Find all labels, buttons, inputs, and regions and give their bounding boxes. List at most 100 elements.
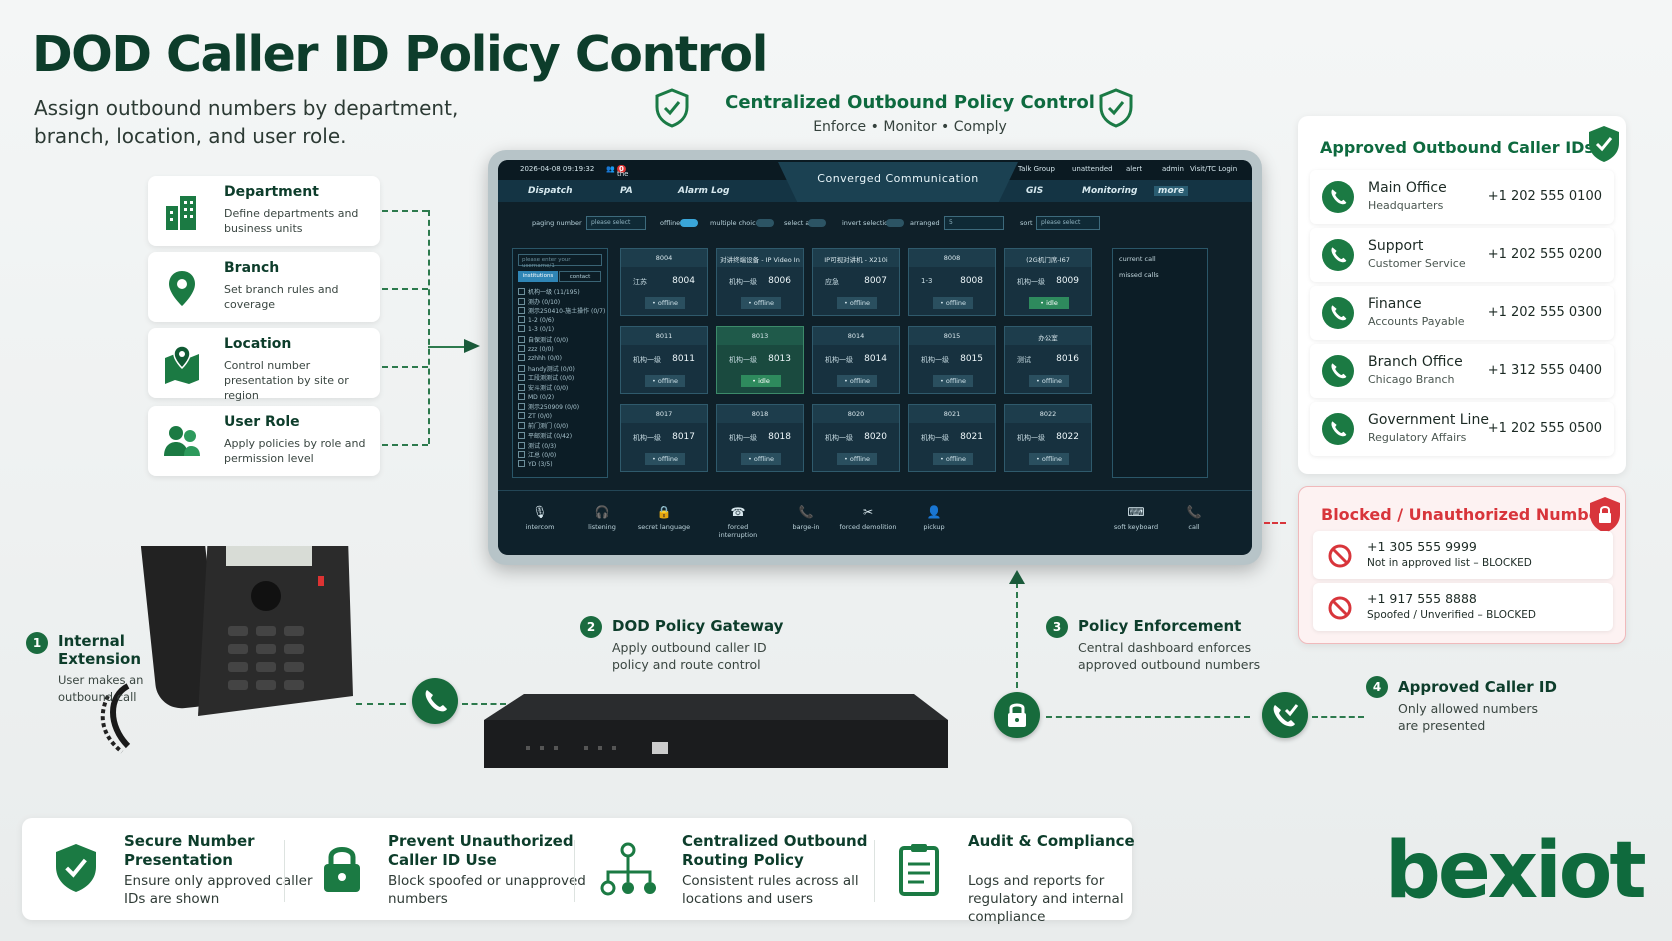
toolbar-button[interactable]: 📞barge-in [776,505,836,531]
toolbar-button[interactable]: ✂forced demolition [839,505,897,531]
tree-item[interactable]: 自保测试 (0/0) [518,335,608,345]
tab-more[interactable]: more [1154,186,1189,196]
sort-select[interactable]: please select [1036,216,1100,230]
tree-item[interactable]: 江总 (0/0) [518,450,608,460]
tree-item[interactable]: 1-3 (0/1) [518,325,608,335]
tree-item[interactable]: zzz (0/0) [518,345,608,355]
tile-org: 应急 [825,278,839,286]
tree-item[interactable]: 1-2 (0/6) [518,316,608,326]
tree-item[interactable]: zzhhh (0/0) [518,354,608,364]
paging-number-select[interactable]: please select [586,216,646,230]
central-policy-tagline: Enforce • Monitor • Comply [690,119,1130,135]
toolbar-button[interactable]: 📞call [1164,505,1224,531]
caller-name: Support [1368,238,1424,254]
current-call-tab[interactable]: current call [1119,255,1156,263]
tree-item[interactable]: handy测试 (0/0) [518,364,608,374]
toolbar-button[interactable]: 🎙intercom [510,505,570,531]
tree-item[interactable]: 测示250410-施土操作 (0/7) [518,306,608,316]
talk-group[interactable]: Talk Group [1018,165,1055,173]
tile-status: • offline [741,297,781,309]
clipboard-icon [899,844,939,896]
tree-item[interactable]: YD (3/5) [518,460,608,470]
tile-org: 机构一级 [729,434,757,442]
tile-org: 机构一级 [825,434,853,442]
tag-dot: • [870,119,879,135]
multiple-choices-toggle[interactable] [756,219,774,227]
select-all-toggle[interactable] [808,219,826,227]
tab-institutions[interactable]: institutions [518,271,558,282]
arranged-select[interactable]: 5 [944,216,1004,230]
select-all-label: select all [784,219,813,227]
missed-calls-tab[interactable]: missed calls [1119,271,1159,279]
building-icon [166,196,196,230]
tile-status: • idle [1029,297,1069,309]
tab-gis[interactable]: GIS [1026,186,1044,196]
phone-icon [1322,239,1354,271]
tag-monitor: Monitor [883,119,937,135]
tab-contact[interactable]: contact [559,271,601,282]
tree-item[interactable]: MD (0/2) [518,393,608,403]
tab-converged-communication[interactable]: Converged Communication [778,162,1018,202]
tile-number: 8020 [864,432,887,442]
step-title: Approved Caller ID [1398,678,1557,696]
card-desc: Set branch rules and coverage [224,283,339,311]
offline-label: offline [660,219,681,227]
toolbar-button[interactable]: ⌨soft keyboard [1106,505,1166,531]
blocked-status: Spoofed / Unverified – BLOCKED [1367,609,1537,621]
caller-number: +1 312 555 0400 [1487,363,1602,378]
tree-item[interactable]: 平邮测试 (0/42) [518,431,608,441]
offline-toggle[interactable] [680,219,698,227]
tree-item[interactable]: 测试 (0/3) [518,441,608,451]
blocked-title: Blocked / Unauthorized Numbers [1321,505,1617,524]
user-search-input[interactable]: please enter your username/1 [518,254,602,269]
step-title: Internal Extension [58,632,141,668]
admin-user[interactable]: admin [1162,165,1184,173]
tree-item[interactable]: 机构一级 (11/195) [518,287,608,297]
login-status[interactable]: Visit/TC Login [1190,165,1238,173]
toolbar-button[interactable]: 👤pickup [904,505,964,531]
tree-item[interactable]: 测办 (0/10) [518,297,608,307]
alert[interactable]: alert [1126,165,1143,173]
connector [1312,716,1364,718]
tile-org: 江苏 [633,278,647,286]
tile-org: 机构一级 [1017,434,1045,442]
toolbar-button[interactable]: ☎forced interruption [708,505,768,539]
tree-item[interactable]: 工段测测试 (0/0) [518,373,608,383]
step-desc: Central dashboard enforces approved outb… [1078,640,1261,672]
queue-label[interactable]: 👥 the queue 0 [606,165,639,186]
tree-item[interactable]: 测示250909 (0/0) [518,402,608,412]
tab-alarm-log[interactable]: Alarm Log [678,186,730,196]
tile-org: 1-3 [921,277,933,285]
tree-item[interactable]: ZT (0/0) [518,412,608,422]
tile-status: • offline [645,375,685,387]
toolbar-button[interactable]: 🎧listening [572,505,632,531]
tile-org: 测试 [1017,356,1031,364]
unattended[interactable]: unattended [1072,165,1113,173]
invert-selection-toggle[interactable] [886,219,904,227]
tile-header: (2G机门席-I67 [1005,249,1091,267]
step-desc: User makes an outbound call [58,673,144,704]
tab-pa[interactable]: PA [620,186,633,196]
tree-item[interactable]: 安斗测试 (0/0) [518,383,608,393]
routing-icon [600,842,656,896]
tab-dispatch[interactable]: Dispatch [528,186,573,196]
tab-monitoring[interactable]: Monitoring [1082,186,1138,196]
tree-item[interactable]: 前门测门 (0/0) [518,421,608,431]
toolbar-button[interactable]: 🔒secret language [634,505,694,531]
org-tree-panel: please enter your username/1 institution… [512,248,608,478]
